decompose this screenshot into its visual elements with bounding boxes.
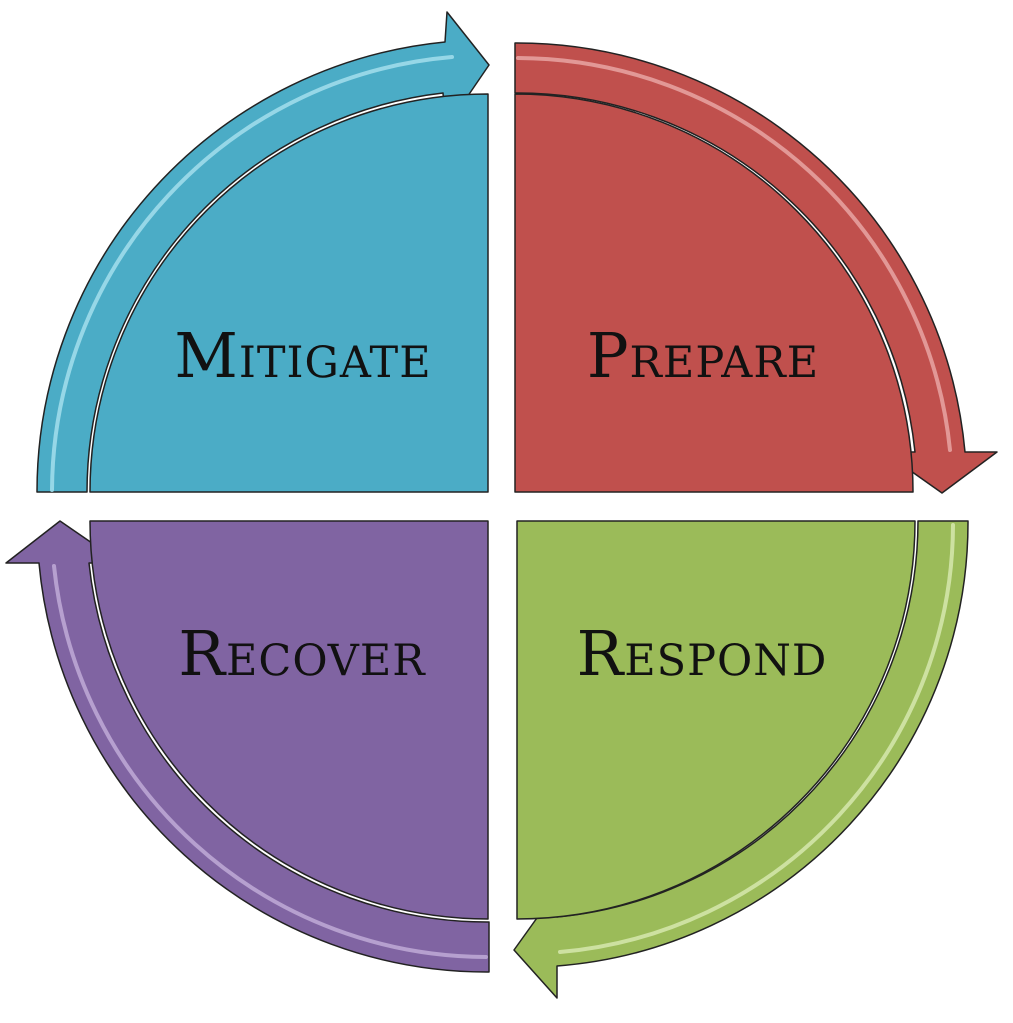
- prepare-arrow-highlight: [516, 56, 952, 452]
- mitigate-label: Mitigate: [174, 319, 431, 392]
- recover-label: Recover: [178, 617, 426, 690]
- prepare-wedge: [514, 93, 914, 493]
- mitigate-arrow: [36, 11, 490, 493]
- quadrant-mitigate: Mitigate: [36, 11, 490, 493]
- respond-wedge: [516, 520, 916, 920]
- prepare-label: Prepare: [587, 319, 819, 392]
- mitigate-wedge: [89, 93, 489, 493]
- respond-label: Respond: [577, 617, 828, 690]
- mitigate-arrow-highlight: [50, 55, 454, 492]
- quadrant-respond: Respond: [513, 520, 969, 999]
- recover-wedge: [89, 520, 489, 920]
- quadrant-prepare: Prepare: [514, 42, 998, 494]
- respond-arrow-highlight: [558, 523, 955, 954]
- quadrant-recover: Recover: [5, 520, 490, 973]
- recover-arrow-highlight: [52, 564, 488, 959]
